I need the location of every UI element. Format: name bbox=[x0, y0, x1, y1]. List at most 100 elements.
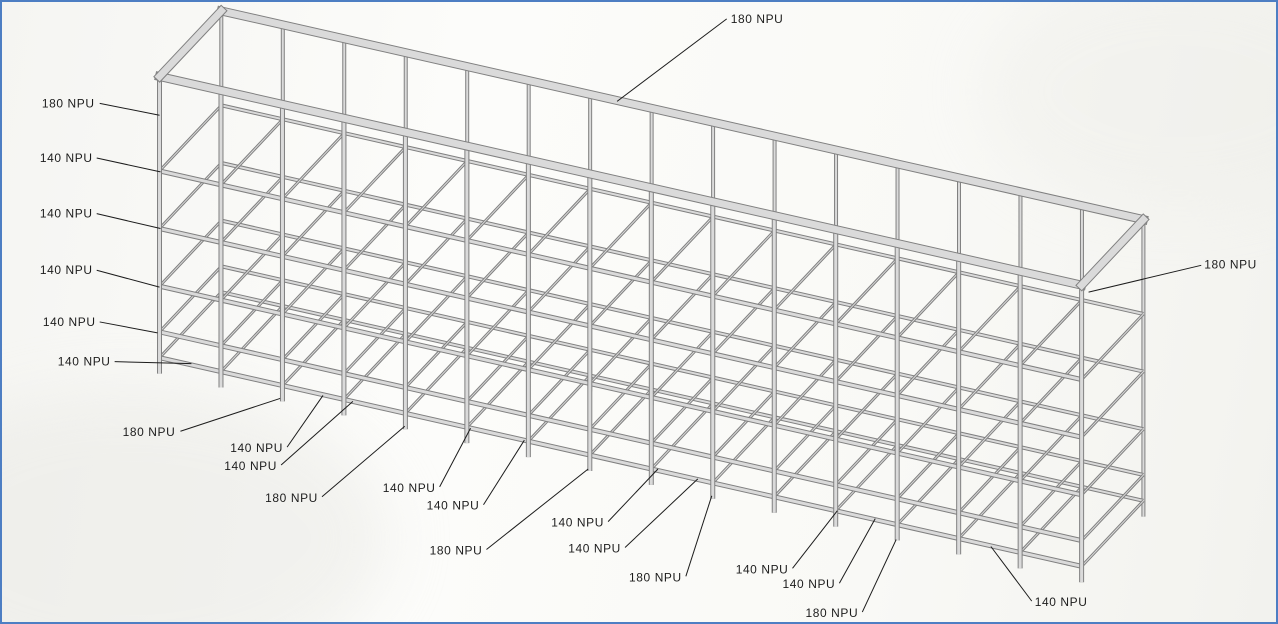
frame-member bbox=[1019, 414, 1083, 482]
dimension-label: 140 NPU bbox=[551, 516, 604, 530]
frame-member bbox=[159, 169, 1082, 382]
frame-member bbox=[1019, 299, 1083, 366]
dimension-label: 140 NPU bbox=[736, 562, 789, 576]
frame-member bbox=[589, 202, 652, 269]
frame-member bbox=[712, 230, 775, 297]
dimension-label: 140 NPU bbox=[40, 207, 93, 221]
leader-line bbox=[990, 546, 1033, 602]
dimension-label: 140 NPU bbox=[383, 481, 436, 495]
frame-member bbox=[405, 321, 468, 388]
dimension-label: 140 NPU bbox=[1035, 595, 1088, 609]
frame-member bbox=[159, 330, 1082, 542]
frame-member bbox=[1019, 357, 1083, 424]
frame-member bbox=[466, 361, 530, 428]
frame-member bbox=[896, 458, 960, 525]
frame-member bbox=[896, 329, 960, 396]
frame-member bbox=[217, 6, 1148, 224]
frame-member bbox=[405, 275, 468, 343]
frame-member bbox=[712, 391, 775, 458]
frame-member bbox=[466, 335, 530, 402]
frame-member bbox=[958, 285, 1021, 353]
frame-member bbox=[650, 377, 714, 444]
frame-member bbox=[220, 305, 284, 372]
frame-member bbox=[1081, 313, 1144, 380]
frame-member bbox=[589, 363, 652, 430]
frame-member bbox=[1076, 214, 1149, 291]
dimension-label: 180 NPU bbox=[430, 543, 483, 557]
frame-member bbox=[527, 375, 591, 442]
frame-member bbox=[835, 258, 898, 325]
frame-member bbox=[958, 446, 1021, 514]
frame-member bbox=[221, 265, 1144, 476]
frame-member bbox=[527, 349, 591, 416]
frame-member bbox=[527, 188, 591, 255]
frame-member bbox=[650, 403, 714, 470]
frame-member bbox=[343, 307, 407, 374]
leader-line bbox=[180, 397, 281, 432]
dimension-label: 180 NPU bbox=[629, 570, 682, 584]
frame-member bbox=[835, 444, 898, 512]
dimension-label: 180 NPU bbox=[1204, 257, 1257, 271]
frame-member bbox=[282, 190, 345, 257]
frame-member bbox=[282, 132, 345, 200]
frame-member bbox=[958, 343, 1021, 410]
frame-member bbox=[159, 284, 1082, 497]
frame-member bbox=[1081, 500, 1144, 567]
frame-member bbox=[650, 273, 714, 341]
frame-member bbox=[1019, 486, 1083, 553]
frame-member bbox=[835, 418, 898, 486]
leader-line bbox=[99, 321, 158, 334]
frame-member bbox=[220, 118, 284, 186]
frame-member bbox=[1081, 428, 1144, 496]
dimension-label: 140 NPU bbox=[427, 499, 480, 513]
frame-member bbox=[282, 293, 345, 361]
leader-line bbox=[838, 518, 876, 584]
dimension-label: 140 NPU bbox=[224, 459, 277, 473]
frame-member bbox=[466, 232, 530, 299]
leader-line bbox=[439, 428, 471, 488]
frame-member bbox=[1019, 460, 1083, 527]
frame-member bbox=[712, 287, 775, 355]
frame-member bbox=[282, 319, 345, 386]
frame-member bbox=[220, 234, 284, 301]
leader-line bbox=[321, 425, 406, 498]
frame-member bbox=[343, 261, 407, 329]
dimension-label: 140 NPU bbox=[40, 151, 93, 165]
frame-member bbox=[773, 430, 837, 498]
leader-line bbox=[96, 269, 160, 288]
frame-member bbox=[589, 259, 652, 327]
frame-member bbox=[773, 405, 837, 472]
frame-member bbox=[773, 244, 837, 311]
leader-line bbox=[96, 157, 161, 173]
leader-line bbox=[616, 18, 728, 102]
leader-line bbox=[792, 510, 838, 569]
dimension-label: 180 NPU bbox=[42, 96, 95, 110]
dimension-label: 140 NPU bbox=[783, 577, 836, 591]
dimension-label: 140 NPU bbox=[40, 263, 93, 277]
dimension-label: 140 NPU bbox=[58, 355, 111, 369]
frame-member bbox=[835, 315, 898, 382]
frame-member bbox=[958, 472, 1021, 539]
dimension-label: 140 NPU bbox=[568, 541, 621, 555]
frame-member bbox=[343, 204, 407, 271]
frame-member bbox=[405, 347, 468, 414]
frame-member bbox=[221, 161, 1144, 373]
frame-member bbox=[159, 162, 222, 229]
frame-member bbox=[282, 248, 345, 315]
frame-member bbox=[220, 176, 284, 243]
dimension-label: 180 NPU bbox=[265, 491, 318, 505]
leader-line bbox=[280, 401, 354, 466]
dimension-label: 180 NPU bbox=[805, 606, 858, 620]
frame-member bbox=[466, 289, 530, 357]
frame-member bbox=[527, 303, 591, 370]
frame-member bbox=[159, 104, 222, 172]
paper-shading bbox=[2, 389, 391, 622]
frame-member bbox=[896, 271, 960, 339]
dimension-label: 180 NPU bbox=[123, 425, 176, 439]
leader-line bbox=[1088, 264, 1202, 293]
leader-line bbox=[624, 478, 699, 548]
leader-line bbox=[607, 468, 659, 522]
dimension-label: 180 NPU bbox=[731, 12, 784, 26]
